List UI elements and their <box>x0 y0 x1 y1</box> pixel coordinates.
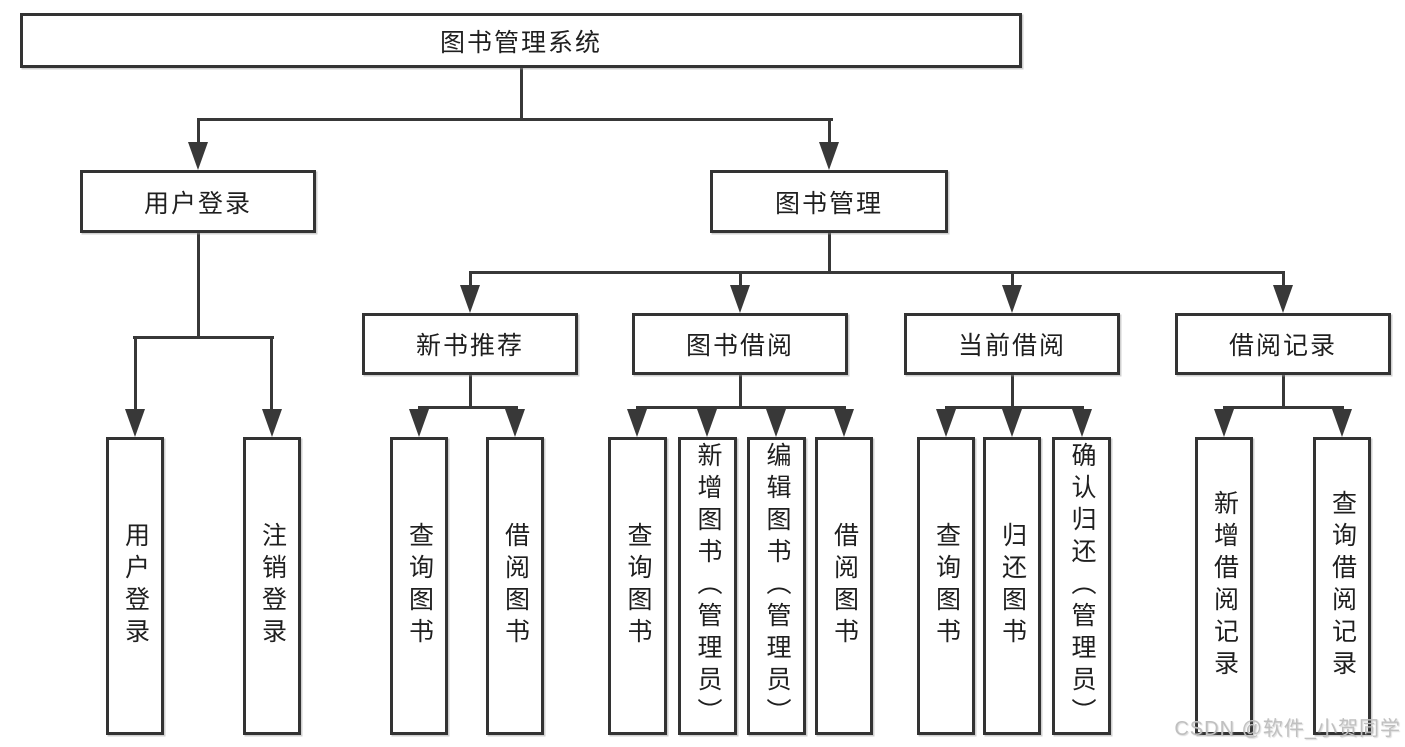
connector-line <box>1282 274 1285 285</box>
arrow-down-icon <box>730 285 750 313</box>
node-label: 查询图书 <box>932 522 961 650</box>
node-label: 新增借阅记录 <box>1210 490 1239 682</box>
leaf-user-login: 用户登录 <box>106 437 164 735</box>
node-label: 确认归还（管理员） <box>1068 442 1096 730</box>
connector-line <box>469 274 472 285</box>
leaf-add-borrow-record: 新增借阅记录 <box>1195 437 1253 735</box>
arrow-down-icon <box>460 285 480 313</box>
node-label: 用户登录 <box>143 189 252 218</box>
connector-line <box>197 121 200 142</box>
node-library-management-system: 图书管理系统 <box>20 13 1022 68</box>
arrow-down-icon <box>1273 285 1293 313</box>
node-label: 新书推荐 <box>415 332 524 360</box>
leaf-add-books-admin: 新增图书（管理员） <box>678 437 737 735</box>
connector-line <box>1223 406 1344 409</box>
connector-line <box>270 339 273 409</box>
node-label: 图书管理 <box>774 189 883 218</box>
node-label: 查询借阅记录 <box>1328 490 1357 682</box>
node-label: 编辑图书（管理员） <box>763 442 791 730</box>
connector-line <box>469 375 472 409</box>
leaf-borrow-books-recommend: 借阅图书 <box>486 437 544 735</box>
leaf-borrow-books: 借阅图书 <box>815 437 873 735</box>
node-label: 用户登录 <box>121 522 150 650</box>
leaf-logout: 注销登录 <box>243 437 301 735</box>
node-label: 查询图书 <box>624 522 652 650</box>
arrow-down-icon <box>834 409 854 437</box>
connector-line <box>828 121 831 142</box>
connector-line <box>133 336 274 339</box>
arrow-down-icon <box>188 142 208 170</box>
connector-line <box>197 118 833 121</box>
leaf-return-books: 归还图书 <box>983 437 1041 735</box>
node-label: 借阅图书 <box>830 522 859 650</box>
connector-line <box>418 406 518 409</box>
node-new-book-recommendation: 新书推荐 <box>362 313 578 375</box>
node-label: 借阅记录 <box>1228 332 1337 360</box>
arrow-down-icon <box>819 142 839 170</box>
connector-line <box>134 339 137 409</box>
node-label: 注销登录 <box>258 522 287 650</box>
leaf-confirm-return-admin: 确认归还（管理员） <box>1052 437 1111 735</box>
connector-line <box>828 233 831 274</box>
leaf-query-books-current: 查询图书 <box>917 437 975 735</box>
node-label: 图书借阅 <box>685 332 794 360</box>
connector-line <box>1282 375 1285 409</box>
arrow-down-icon <box>1072 409 1092 437</box>
leaf-query-books-borrowing: 查询图书 <box>608 437 667 735</box>
arrow-down-icon <box>766 409 786 437</box>
connector-line <box>1011 274 1014 285</box>
leaf-query-borrow-record: 查询借阅记录 <box>1313 437 1371 735</box>
node-book-management: 图书管理 <box>710 170 948 233</box>
node-label: 借阅图书 <box>501 522 530 650</box>
connector-line <box>469 271 1285 274</box>
connector-line <box>197 233 200 339</box>
connector-line <box>1011 375 1014 409</box>
arrow-down-icon <box>1002 285 1022 313</box>
connector-line <box>739 375 742 409</box>
arrow-down-icon <box>627 409 647 437</box>
arrow-down-icon <box>125 409 145 437</box>
node-label: 查询图书 <box>405 522 434 650</box>
arrow-down-icon <box>409 409 429 437</box>
connector-line <box>636 406 846 409</box>
node-label: 当前借阅 <box>957 332 1066 360</box>
node-label: 新增图书（管理员） <box>694 442 722 730</box>
node-label: 图书管理系统 <box>439 28 602 57</box>
arrow-down-icon <box>1214 409 1234 437</box>
connector-line <box>945 406 1084 409</box>
arrow-down-icon <box>1002 409 1022 437</box>
node-book-borrowing: 图书借阅 <box>632 313 848 375</box>
leaf-edit-books-admin: 编辑图书（管理员） <box>747 437 806 735</box>
arrow-down-icon <box>262 409 282 437</box>
node-current-borrowing: 当前借阅 <box>904 313 1120 375</box>
arrow-down-icon <box>697 409 717 437</box>
arrow-down-icon <box>936 409 956 437</box>
connector-line <box>739 274 742 285</box>
leaf-query-books-recommend: 查询图书 <box>390 437 448 735</box>
arrow-down-icon <box>1332 409 1352 437</box>
node-label: 归还图书 <box>998 522 1027 650</box>
node-borrowing-records: 借阅记录 <box>1175 313 1391 375</box>
watermark: CSDN @软件_小贺同学 <box>1174 718 1401 740</box>
connector-line <box>520 68 523 121</box>
arrow-down-icon <box>505 409 525 437</box>
node-user-login: 用户登录 <box>80 170 316 233</box>
